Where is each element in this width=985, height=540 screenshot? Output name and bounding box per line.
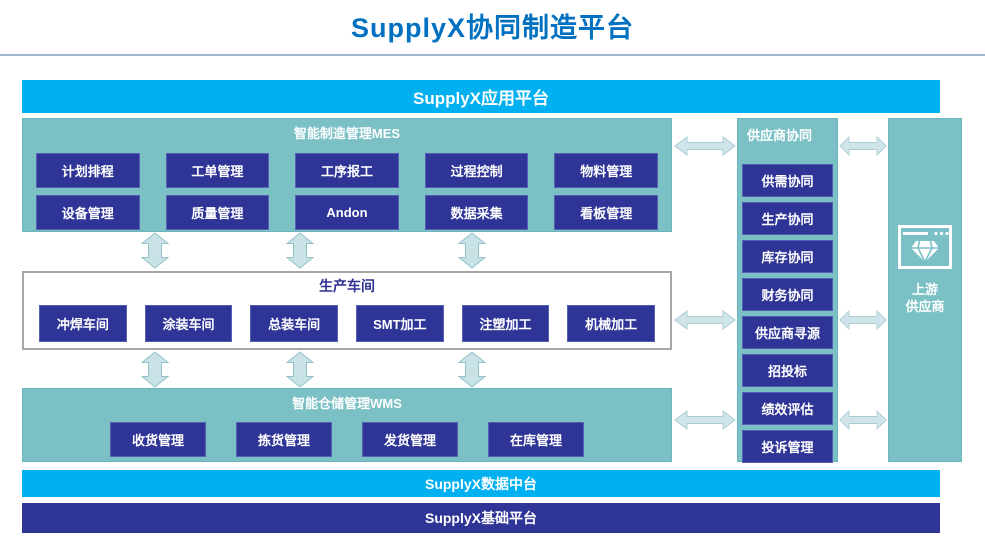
app-platform-banner: SupplyX应用平台 xyxy=(22,80,940,113)
workshop-button-grid: 冲焊车间 涂装车间 总装车间 SMT加工 注塑加工 机械加工 xyxy=(24,305,670,342)
page-title: SupplyX协同制造平台 xyxy=(350,13,634,43)
mes-section-title: 智能制造管理MES xyxy=(293,126,401,141)
title-underline xyxy=(0,54,985,56)
module-box-machining: 机械加工 xyxy=(567,305,655,342)
double-arrow-vertical-icon xyxy=(286,351,314,388)
base-platform-banner: SupplyX基础平台 xyxy=(22,503,940,533)
module-box-inventory-mgmt: 在库管理 xyxy=(488,422,584,457)
module-box-inventory-collab: 库存协同 xyxy=(742,240,833,273)
workshop-section: 生产车间 冲焊车间 涂装车间 总装车间 SMT加工 注塑加工 机械加工 xyxy=(22,271,672,350)
module-box-supplier-sourcing: 供应商寻源 xyxy=(742,316,833,349)
module-box-bidding: 招投标 xyxy=(742,354,833,387)
double-arrow-horizontal-icon xyxy=(839,136,887,156)
upstream-supplier-label: 上游 供应商 xyxy=(905,282,945,314)
upstream-supplier-column: 上游 供应商 xyxy=(888,118,962,462)
wms-section: 智能仓储管理WMS 收货管理 拣货管理 发货管理 在库管理 xyxy=(22,388,672,462)
module-box-shipping-mgmt: 发货管理 xyxy=(362,422,458,457)
double-arrow-horizontal-icon xyxy=(839,310,887,330)
module-box-complaint-mgmt: 投诉管理 xyxy=(742,430,833,463)
mes-button-grid: 计划排程 工单管理 工序报工 过程控制 物料管理 设备管理 质量管理 Andon… xyxy=(23,153,671,230)
module-box-process-reporting: 工序报工 xyxy=(295,153,399,188)
double-arrow-vertical-icon xyxy=(141,232,169,269)
double-arrow-horizontal-icon xyxy=(674,310,736,330)
module-box-painting-shop: 涂装车间 xyxy=(144,305,233,342)
data-platform-banner: SupplyX数据中台 xyxy=(22,470,940,497)
workshop-section-title: 生产车间 xyxy=(319,278,375,294)
module-box-plan-scheduling: 计划排程 xyxy=(36,153,140,188)
module-box-kanban-mgmt: 看板管理 xyxy=(554,195,658,230)
module-box-injection-molding: 注塑加工 xyxy=(461,305,550,342)
module-box-equipment-mgmt: 设备管理 xyxy=(36,195,140,230)
module-box-material-mgmt: 物料管理 xyxy=(554,153,658,188)
wms-button-grid: 收货管理 拣货管理 发货管理 在库管理 xyxy=(23,422,671,457)
module-box-smt-processing: SMT加工 xyxy=(355,305,444,342)
mes-section: 智能制造管理MES 计划排程 工单管理 工序报工 过程控制 物料管理 设备管理 … xyxy=(22,118,672,232)
module-box-andon: Andon xyxy=(295,195,399,230)
wms-section-title: 智能仓储管理WMS xyxy=(292,396,402,411)
module-box-work-order: 工单管理 xyxy=(165,153,270,188)
module-box-finance-collab: 财务协同 xyxy=(742,278,833,311)
module-box-performance-evaluation: 绩效评估 xyxy=(742,392,833,425)
supplier-column-title: 供应商协同 xyxy=(747,128,813,143)
supplier-collaboration-column: 供应商协同 供需协同 生产协同 库存协同 财务协同 供应商寻源 招投标 绩效评估… xyxy=(737,118,838,463)
module-box-stamping-welding-shop: 冲焊车间 xyxy=(39,305,127,342)
module-box-receiving-mgmt: 收货管理 xyxy=(110,422,206,457)
module-box-production-collab: 生产协同 xyxy=(742,202,833,235)
supplier-button-stack: 供需协同 生产协同 库存协同 财务协同 供应商寻源 招投标 绩效评估 投诉管理 xyxy=(738,164,837,463)
double-arrow-horizontal-icon xyxy=(674,136,736,156)
module-box-data-collection: 数据采集 xyxy=(424,195,529,230)
module-box-supply-demand-collab: 供需协同 xyxy=(742,164,833,197)
double-arrow-vertical-icon xyxy=(458,232,486,269)
browser-diamond-icon xyxy=(898,225,952,269)
double-arrow-horizontal-icon xyxy=(674,410,736,430)
module-box-quality-mgmt: 质量管理 xyxy=(165,195,270,230)
double-arrow-horizontal-icon xyxy=(839,410,887,430)
double-arrow-vertical-icon xyxy=(286,232,314,269)
module-box-assembly-shop: 总装车间 xyxy=(250,305,338,342)
module-box-picking-mgmt: 拣货管理 xyxy=(236,422,332,457)
double-arrow-vertical-icon xyxy=(141,351,169,388)
module-box-process-control: 过程控制 xyxy=(424,153,529,188)
double-arrow-vertical-icon xyxy=(458,351,486,388)
